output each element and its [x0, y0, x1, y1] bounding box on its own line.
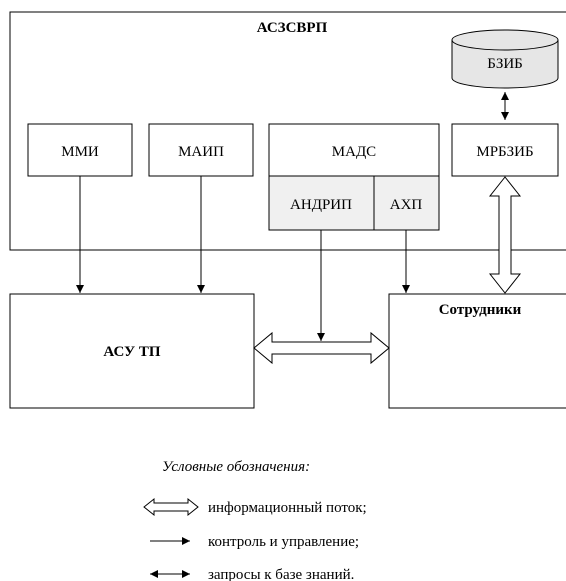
legend-title: Условные обозначения: — [162, 459, 310, 475]
module-maip-label: МАИП — [178, 144, 224, 160]
employees-block: Сотрудники — [388, 293, 566, 409]
module-mmi-label: ММИ — [61, 144, 99, 160]
module-maip: МАИП — [148, 123, 254, 177]
module-ahp: АХП — [373, 175, 440, 231]
module-mrbzib-label: МРБЗИБ — [476, 144, 533, 160]
legend-kb-query-label: запросы к базе знаний. — [208, 567, 354, 581]
system-title: АСЗСВРП — [257, 20, 328, 36]
system-frame — [9, 11, 566, 251]
module-mmi: ММИ — [27, 123, 133, 177]
module-mrbzib: МРБЗИБ — [451, 123, 559, 177]
module-andrip: АНДРИП — [268, 175, 375, 231]
asu-tp-block: АСУ ТП — [9, 293, 255, 409]
module-mads: МАДС — [268, 123, 440, 177]
asu-tp-label: АСУ ТП — [103, 344, 160, 360]
module-ahp-label: АХП — [390, 197, 423, 213]
legend-info-flow-label: информационный поток; — [208, 500, 367, 516]
legend-control-label: контроль и управление; — [208, 534, 359, 550]
info-flow-arrow-vertical — [488, 176, 522, 294]
module-andrip-label: АНДРИП — [290, 197, 352, 213]
database-cylinder: БЗИБ — [451, 29, 559, 89]
info-flow-arrow-horizontal — [253, 331, 390, 365]
database-label: БЗИБ — [487, 56, 523, 72]
legend-info-flow-icon — [143, 497, 199, 517]
employees-label: Сотрудники — [439, 302, 522, 318]
module-mads-label: МАДС — [332, 144, 376, 160]
